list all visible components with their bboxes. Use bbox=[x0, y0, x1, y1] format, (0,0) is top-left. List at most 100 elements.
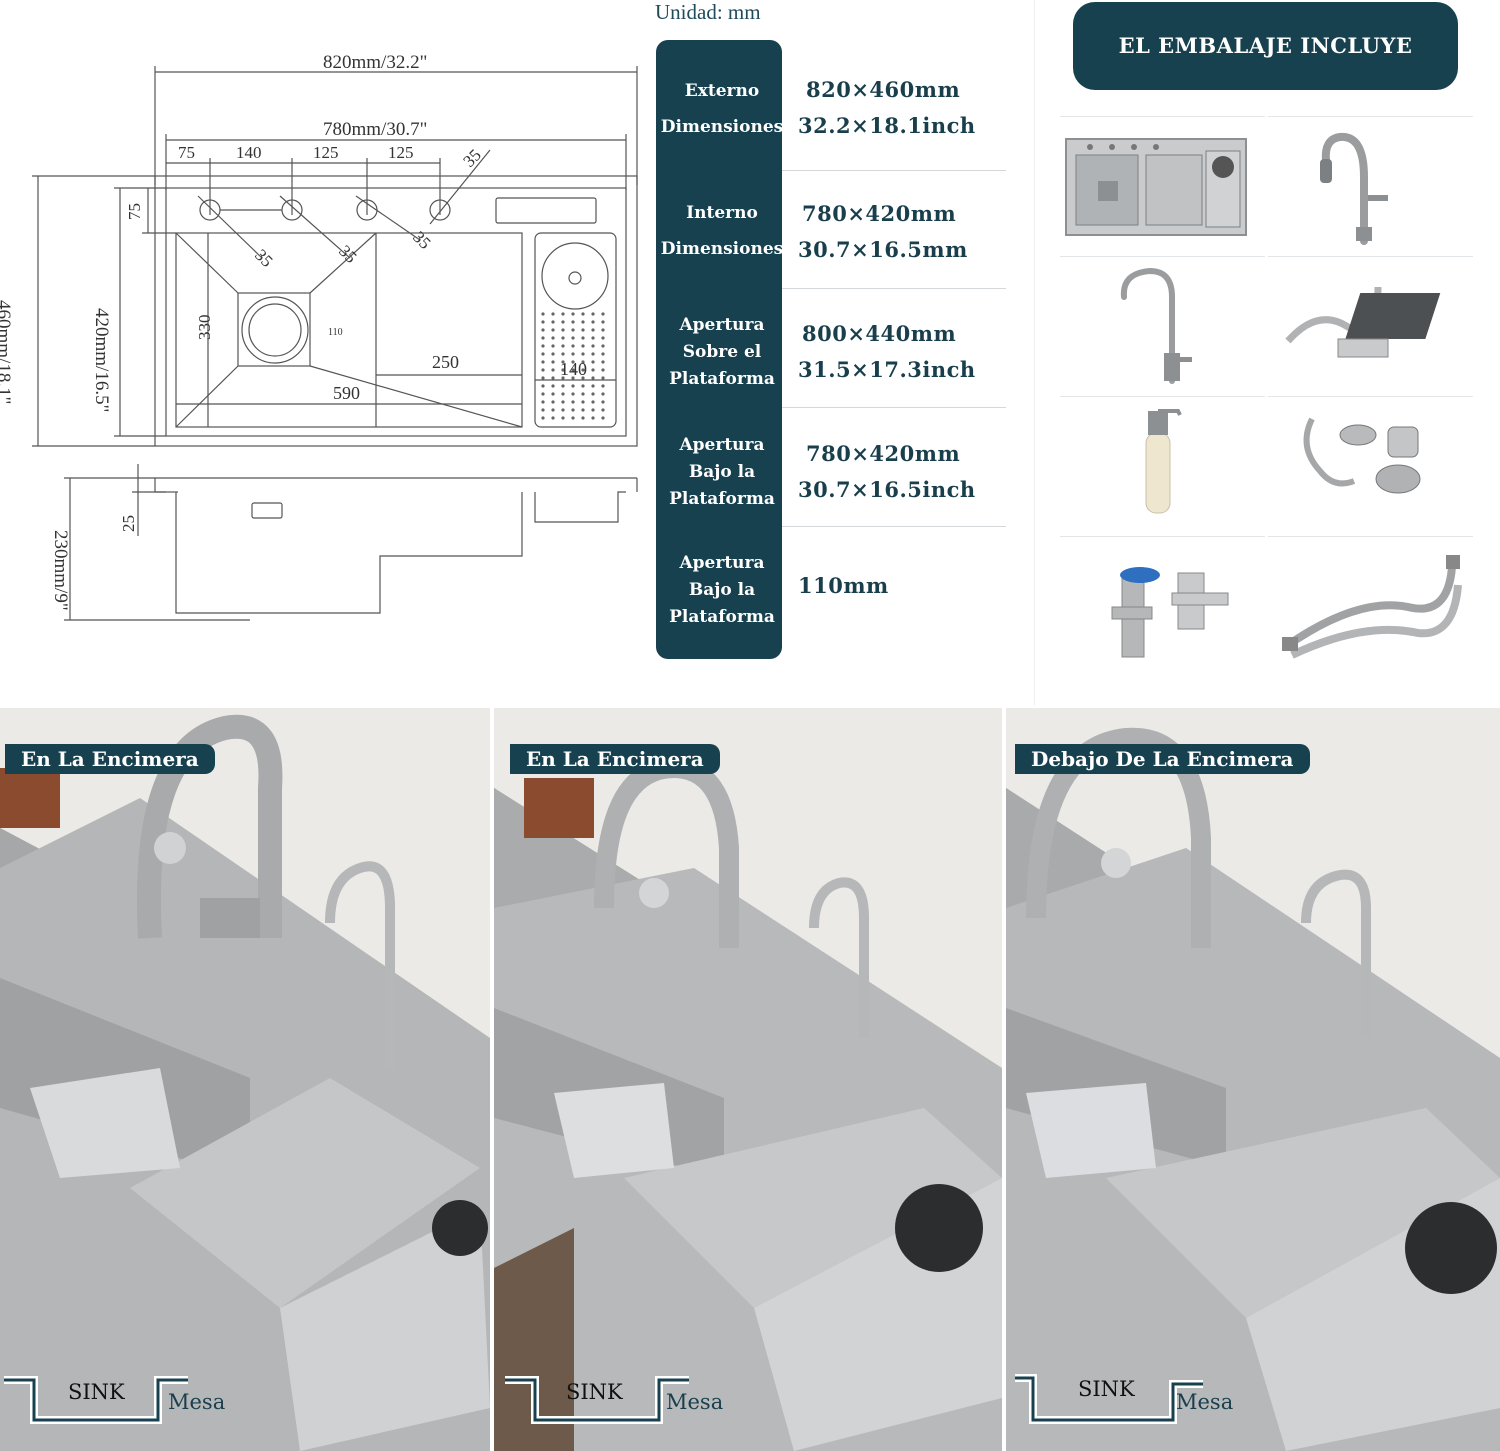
tray-perforation bbox=[601, 360, 605, 364]
tray-perforation bbox=[571, 400, 575, 404]
tray-perforation bbox=[551, 416, 555, 420]
undermount-diagram-icon bbox=[1015, 1372, 1245, 1442]
tray-perforation bbox=[551, 360, 555, 364]
spec-divider bbox=[782, 288, 1006, 289]
rim-25-label: 25 bbox=[119, 515, 138, 532]
sink-technical-drawing: 820mm/32.2" 780mm/30.7" 75 140 125 125 3… bbox=[0, 52, 638, 621]
tray-perforation bbox=[561, 336, 565, 340]
tray-perforation bbox=[551, 344, 555, 348]
tray-perforation bbox=[571, 408, 575, 412]
drain-strainer-kit-icon bbox=[1268, 396, 1473, 534]
bowl-330-label: 330 bbox=[195, 315, 214, 341]
tray-perforation bbox=[601, 344, 605, 348]
tray-perforation bbox=[571, 320, 575, 324]
spec-label-line: Externo bbox=[684, 81, 760, 101]
tray-perforation bbox=[551, 352, 555, 356]
tray-perforation bbox=[591, 408, 595, 412]
dim-140-label: 140 bbox=[560, 359, 587, 379]
tray-perforation bbox=[601, 400, 605, 404]
tray-perforation bbox=[601, 368, 605, 372]
countertop-diagram-icon bbox=[4, 1372, 234, 1442]
tray-perforation bbox=[581, 384, 585, 388]
tray-perforation bbox=[551, 320, 555, 324]
sink-label: SINK bbox=[566, 1380, 623, 1404]
spec-label-line: Bajo la bbox=[688, 580, 756, 600]
tray-perforation bbox=[581, 392, 585, 396]
tray-perforation bbox=[541, 416, 545, 420]
tray-perforation bbox=[591, 360, 595, 364]
tray-perforation bbox=[581, 360, 585, 364]
tray-perforation bbox=[571, 376, 575, 380]
inner-width-label: 780mm/30.7" bbox=[323, 119, 427, 140]
tray-perforation bbox=[551, 336, 555, 340]
tray-perforation bbox=[541, 336, 545, 340]
dim-590-label: 590 bbox=[333, 383, 360, 403]
sink-label: SINK bbox=[68, 1380, 125, 1404]
tray-perforation bbox=[561, 344, 565, 348]
tray-perforation bbox=[541, 344, 545, 348]
tray-perforation bbox=[551, 384, 555, 388]
tray-perforation bbox=[541, 328, 545, 332]
tray-perforation bbox=[581, 336, 585, 340]
sink-icon bbox=[1060, 116, 1265, 254]
package-includes-title: EL EMBALAJE INCLUYE bbox=[1073, 2, 1458, 90]
tray-perforation bbox=[541, 384, 545, 388]
tray-perforation bbox=[571, 312, 575, 316]
spec-divider bbox=[782, 170, 1006, 171]
panel-badge: Debajo De La Encimera bbox=[1015, 744, 1310, 774]
tray-perforation bbox=[571, 360, 575, 364]
tray-perforation bbox=[601, 416, 605, 420]
spec-divider bbox=[782, 526, 1006, 527]
tray-perforation bbox=[591, 320, 595, 324]
drain-110-label: 110 bbox=[328, 327, 343, 338]
tray-perforation bbox=[551, 376, 555, 380]
tray-perforation bbox=[541, 400, 545, 404]
segment-140-label: 140 bbox=[236, 143, 262, 162]
tray-perforation bbox=[541, 392, 545, 396]
spec-label-line: Plataforma bbox=[669, 607, 775, 627]
tray-perforation bbox=[551, 368, 555, 372]
tray-perforation bbox=[551, 392, 555, 396]
tray-perforation bbox=[561, 400, 565, 404]
overall-width-label: 820mm/32.2" bbox=[323, 52, 427, 73]
tray-perforation bbox=[601, 408, 605, 412]
tray-perforation bbox=[561, 320, 565, 324]
tray-perforation bbox=[541, 312, 545, 316]
tray-perforation bbox=[601, 392, 605, 396]
tray-perforation bbox=[541, 320, 545, 324]
tray-perforation bbox=[601, 320, 605, 324]
spec-label-band bbox=[656, 40, 782, 659]
mesa-label: Mesa bbox=[1176, 1390, 1234, 1414]
tray-perforation bbox=[581, 416, 585, 420]
tray-perforation bbox=[561, 408, 565, 412]
unit-label: Unidad: mm bbox=[655, 0, 761, 24]
tray-perforation bbox=[551, 400, 555, 404]
depth-label: 230mm/9" bbox=[50, 530, 71, 611]
braided-hoses-icon bbox=[1268, 536, 1473, 674]
tray-perforation bbox=[601, 352, 605, 356]
tray-perforation bbox=[601, 312, 605, 316]
tray-perforation bbox=[591, 344, 595, 348]
tray-perforation bbox=[591, 384, 595, 388]
tray-perforation bbox=[561, 360, 565, 364]
tray-perforation bbox=[581, 312, 585, 316]
tray-perforation bbox=[561, 384, 565, 388]
tray-perforation bbox=[591, 400, 595, 404]
mesa-label: Mesa bbox=[666, 1390, 724, 1414]
spec-value: 32.2×18.1inch bbox=[798, 113, 976, 138]
mesa-label: Mesa bbox=[168, 1390, 226, 1414]
segment-75-label: 75 bbox=[178, 143, 195, 162]
tray-perforation bbox=[561, 368, 565, 372]
photo-panel-countertop-1 bbox=[0, 708, 490, 1451]
hole-35-top-label: 35 bbox=[459, 145, 484, 170]
tray-perforation bbox=[571, 352, 575, 356]
spec-value: 800×440mm bbox=[802, 321, 957, 346]
tray-perforation bbox=[601, 376, 605, 380]
tray-perforation bbox=[581, 368, 585, 372]
dim-250-label: 250 bbox=[432, 352, 459, 372]
tray-perforation bbox=[541, 368, 545, 372]
tray-perforation bbox=[561, 376, 565, 380]
tray-perforation bbox=[581, 344, 585, 348]
tray-perforation bbox=[591, 416, 595, 420]
tray-perforation bbox=[581, 400, 585, 404]
